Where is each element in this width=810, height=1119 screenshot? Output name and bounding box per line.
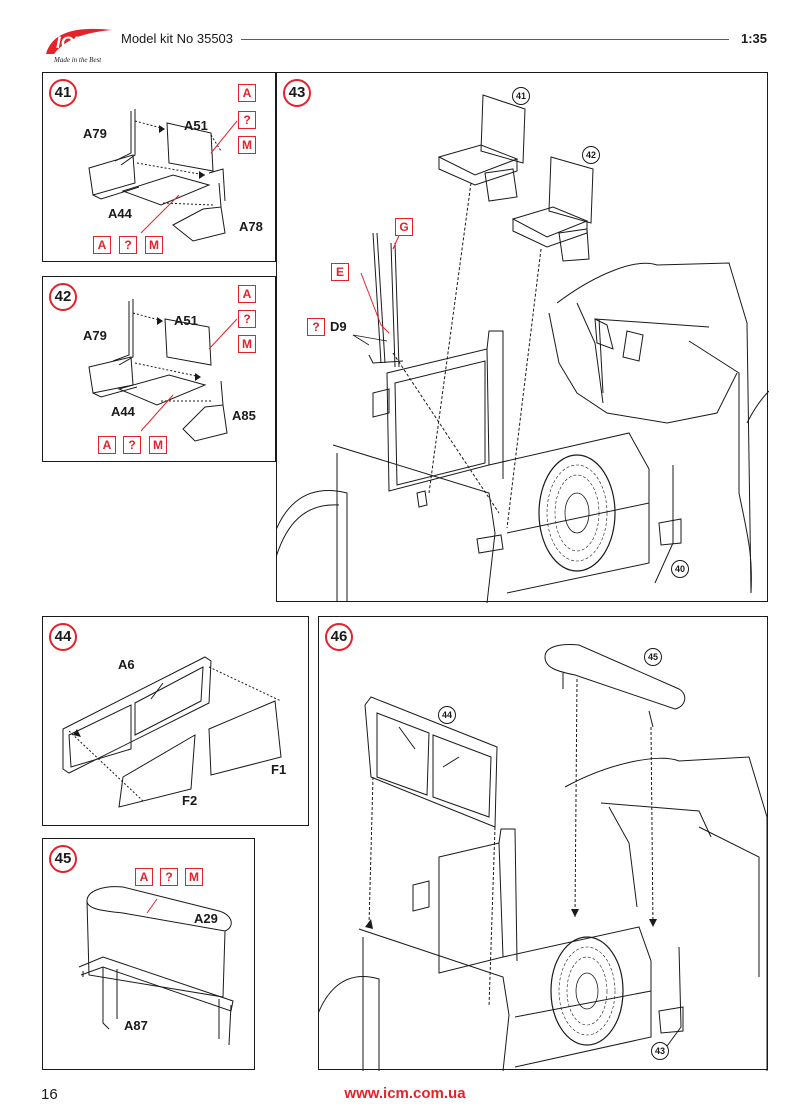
- part-a85-label: A85: [232, 408, 256, 423]
- step-42-number: 42: [49, 283, 77, 311]
- paint-code-unknown: ?: [119, 236, 137, 254]
- part-d9-label: D9: [330, 319, 347, 334]
- step-ref-44: 44: [438, 706, 456, 724]
- step-46-number: 46: [325, 623, 353, 651]
- storage-box-assembly-diagram: [78, 886, 234, 1046]
- kit-title: Model kit No 35503: [121, 31, 234, 46]
- part-a79-label: A79: [83, 126, 107, 141]
- step-ref-41: 41: [512, 87, 530, 105]
- vehicle-final-assembly-diagram: [319, 644, 768, 1071]
- logo-tagline: Made in the Best: [53, 56, 102, 64]
- part-a44-label: A44: [111, 404, 135, 419]
- paint-code-unknown: ?: [238, 310, 256, 328]
- part-a78-label: A78: [239, 219, 263, 234]
- paint-code-unknown: ?: [238, 111, 256, 129]
- paint-code-m: M: [238, 136, 256, 154]
- part-f1-label: F1: [271, 762, 287, 777]
- part-a29-label: A29: [194, 911, 218, 926]
- paint-code-a: A: [135, 868, 153, 886]
- paint-code-e: E: [331, 263, 349, 281]
- step-43-panel: 43: [276, 72, 769, 603]
- step-ref-43: 43: [651, 1042, 669, 1060]
- website-link[interactable]: www.icm.com.ua: [344, 1085, 466, 1102]
- step-41-number: 41: [49, 79, 77, 107]
- step-41-panel: 41 A79 A51 A44 A78 A ? M A ? M: [42, 72, 276, 262]
- paint-code-m: M: [185, 868, 203, 886]
- part-a51-label: A51: [174, 313, 198, 328]
- step-42-panel: 42 A79 A51 A44 A85 A ? M A ? M: [42, 276, 276, 462]
- vehicle-interior-diagram: [277, 94, 769, 603]
- spare-wheel: [538, 454, 616, 572]
- paint-code-a: A: [238, 285, 256, 303]
- paint-code-a: A: [98, 436, 116, 454]
- step-ref-45: 45: [644, 648, 662, 666]
- step-ref-40: 40: [671, 560, 689, 578]
- part-a44-label: A44: [108, 206, 132, 221]
- step-45-panel: 45 A ? M A29 A87: [42, 838, 255, 1070]
- paint-code-unknown: ?: [307, 318, 325, 336]
- paint-code-g: G: [395, 218, 413, 236]
- paint-code-unknown: ?: [160, 868, 178, 886]
- step-43-number: 43: [283, 79, 311, 107]
- part-a51-label: A51: [184, 118, 208, 133]
- windshield-assembly-diagram: [62, 656, 282, 808]
- header-rule: [241, 39, 729, 40]
- step-ref-42: 42: [582, 146, 600, 164]
- part-f2-label: F2: [182, 793, 198, 808]
- step-46-panel: 46: [318, 616, 768, 1071]
- seat-assembly-diagram: [88, 299, 238, 442]
- seat-assembly-diagram: [88, 109, 238, 242]
- logo-text: ICM: [56, 33, 88, 52]
- paint-code-m: M: [145, 236, 163, 254]
- part-a79-label: A79: [83, 328, 107, 343]
- paint-code-a: A: [238, 84, 256, 102]
- paint-code-m: M: [238, 335, 256, 353]
- part-a87-label: A87: [124, 1018, 148, 1033]
- kit-scale: 1:35: [741, 31, 768, 46]
- spare-wheel: [550, 936, 624, 1046]
- step-44-panel: 44 A6 F1 F2: [42, 616, 309, 826]
- paint-code-unknown: ?: [123, 436, 141, 454]
- part-a6-label: A6: [118, 657, 135, 672]
- step-45-number: 45: [49, 845, 77, 873]
- step-44-number: 44: [49, 623, 77, 651]
- paint-code-a: A: [93, 236, 111, 254]
- paint-code-m: M: [149, 436, 167, 454]
- icm-logo: ICM Made in the Best: [42, 24, 118, 64]
- page-number: 16: [41, 1086, 58, 1103]
